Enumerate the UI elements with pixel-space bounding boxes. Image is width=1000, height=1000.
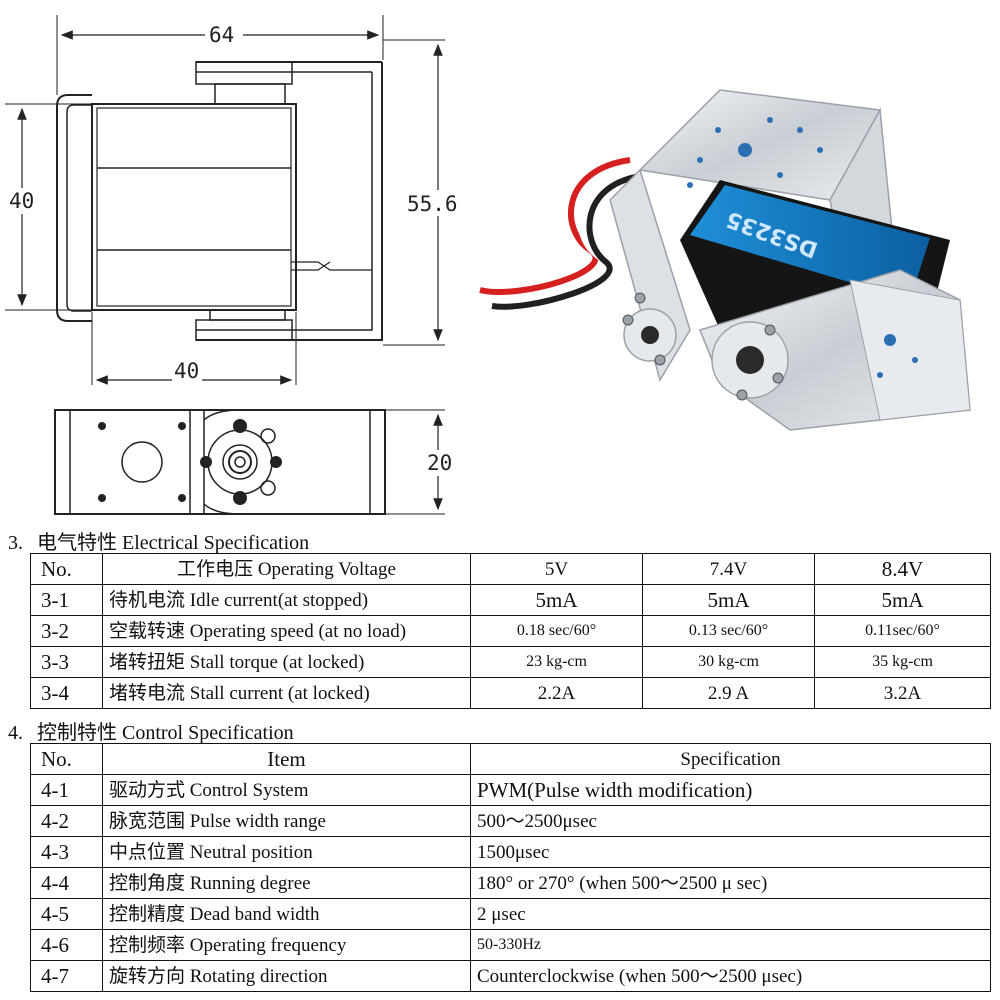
- row-item: 中点位置 Neutral position: [102, 836, 471, 868]
- row-item: 待机电流 Idle current(at stopped): [102, 584, 471, 616]
- dim-40-bottom-bg: [172, 360, 202, 386]
- control-section-title: 4. 控制特性 Control Specification: [8, 716, 294, 745]
- row-no: 3-3: [30, 646, 103, 678]
- electrical-section-heading: 电气特性 Electrical Specification: [37, 532, 310, 554]
- dim-64-bg: [205, 22, 243, 48]
- header-no: No.: [30, 743, 103, 775]
- row-no: 4-4: [30, 867, 103, 899]
- table-row: 4-7 旋转方向 Rotating direction Counterclock…: [30, 960, 991, 992]
- row-spec: PWM(Pulse width modification): [470, 774, 991, 806]
- row-item: 脉宽范围 Pulse width range: [102, 805, 471, 837]
- control-section-number: 4.: [8, 722, 23, 744]
- technical-drawing-area: 64 40 55.6 40 20: [5, 15, 971, 515]
- table-row: 4-6 控制频率 Operating frequency 50-330Hz: [30, 929, 991, 961]
- header-no: No.: [30, 553, 103, 585]
- header-item: 工作电压 Operating Voltage: [102, 553, 471, 585]
- header-item: Item: [102, 743, 471, 775]
- dim-20-bg: [425, 450, 455, 476]
- row-item: 旋转方向 Rotating direction: [102, 960, 471, 992]
- table-row: 4-1 驱动方式 Control System PWM(Pulse width …: [30, 774, 991, 806]
- row-value: 3.2A: [814, 677, 991, 709]
- row-spec: 1500μsec: [470, 836, 991, 868]
- row-no: 4-7: [30, 960, 103, 992]
- row-spec: 180° or 270° (when 500～2500 μ sec): [470, 867, 991, 899]
- side-view-drawing: [54, 409, 445, 515]
- electrical-section-title: 3. 电气特性 Electrical Specification: [8, 526, 309, 555]
- table-row: 4-2 脉宽范围 Pulse width range 500～2500μsec: [30, 805, 991, 837]
- dim-width-bottom: 40: [174, 359, 199, 383]
- table-row: 4-3 中点位置 Neutral position 1500μsec: [30, 836, 991, 868]
- header-spec: Specification: [470, 743, 991, 775]
- row-spec: 2 μsec: [470, 898, 991, 930]
- control-spec-table: No. Item Specification 4-1 驱动方式 Control …: [30, 743, 991, 992]
- electrical-spec-table: No. 工作电压 Operating Voltage 5V 7.4V 8.4V …: [30, 553, 991, 709]
- row-spec: 50-330Hz: [470, 929, 991, 961]
- row-item: 空载转速 Operating speed (at no load): [102, 615, 471, 647]
- dim-40-left-bg: [8, 188, 38, 214]
- row-value: 35 kg-cm: [814, 646, 991, 678]
- row-item: 驱动方式 Control System: [102, 774, 471, 806]
- row-value: 30 kg-cm: [642, 646, 815, 678]
- table-row: 4-5 控制精度 Dead band width 2 μsec: [30, 898, 991, 930]
- row-item: 堵转扭矩 Stall torque (at locked): [102, 646, 471, 678]
- row-value: 0.11sec/60°: [814, 615, 991, 647]
- row-value: 23 kg-cm: [470, 646, 643, 678]
- control-section-heading: 控制特性 Control Specification: [37, 722, 294, 744]
- servo-bracket-photo: DS3235: [479, 89, 971, 431]
- row-no: 4-2: [30, 805, 103, 837]
- dim-depth: 20: [427, 451, 452, 475]
- side-view-open-holes: [260, 428, 276, 496]
- row-spec: Counterclockwise (when 500～2500 μsec): [470, 960, 991, 992]
- header-voltage-3: 8.4V: [814, 553, 991, 585]
- row-no: 4-1: [30, 774, 103, 806]
- row-item: 堵转电流 Stall current (at locked): [102, 677, 471, 709]
- row-no: 3-4: [30, 677, 103, 709]
- row-no: 3-2: [30, 615, 103, 647]
- dim-height-left: 40: [9, 189, 34, 213]
- row-value: 2.2A: [470, 677, 643, 709]
- row-no: 4-6: [30, 929, 103, 961]
- row-value: 0.13 sec/60°: [642, 615, 815, 647]
- row-value: 2.9 A: [642, 677, 815, 709]
- table-row: 3-1 待机电流 Idle current(at stopped) 5mA 5m…: [30, 584, 991, 616]
- row-item: 控制频率 Operating frequency: [102, 929, 471, 961]
- row-spec: 500～2500μsec: [470, 805, 991, 837]
- dim-width-top: 64: [209, 23, 234, 47]
- row-value: 5mA: [642, 584, 815, 616]
- header-voltage-1: 5V: [470, 553, 643, 585]
- table-header-row: No. 工作电压 Operating Voltage 5V 7.4V 8.4V: [30, 553, 991, 585]
- electrical-section-number: 3.: [8, 532, 23, 554]
- top-view-drawing: [5, 15, 445, 385]
- table-row: 3-3 堵转扭矩 Stall torque (at locked) 23 kg-…: [30, 646, 991, 678]
- dim-height-right: 55.6: [407, 192, 458, 216]
- row-no: 4-5: [30, 898, 103, 930]
- header-voltage-2: 7.4V: [642, 553, 815, 585]
- row-value: 5mA: [814, 584, 991, 616]
- dim-55-bg: [405, 190, 465, 216]
- table-row: 3-4 堵转电流 Stall current (at locked) 2.2A …: [30, 677, 991, 709]
- row-no: 4-3: [30, 836, 103, 868]
- row-item: 控制角度 Running degree: [102, 867, 471, 899]
- table-row: 4-4 控制角度 Running degree 180° or 270° (wh…: [30, 867, 991, 899]
- row-item: 控制精度 Dead band width: [102, 898, 471, 930]
- row-no: 3-1: [30, 584, 103, 616]
- row-value: 5mA: [470, 584, 643, 616]
- row-value: 0.18 sec/60°: [470, 615, 643, 647]
- table-header-row: No. Item Specification: [30, 743, 991, 775]
- side-view-holes: [98, 419, 282, 505]
- table-row: 3-2 空载转速 Operating speed (at no load) 0.…: [30, 615, 991, 647]
